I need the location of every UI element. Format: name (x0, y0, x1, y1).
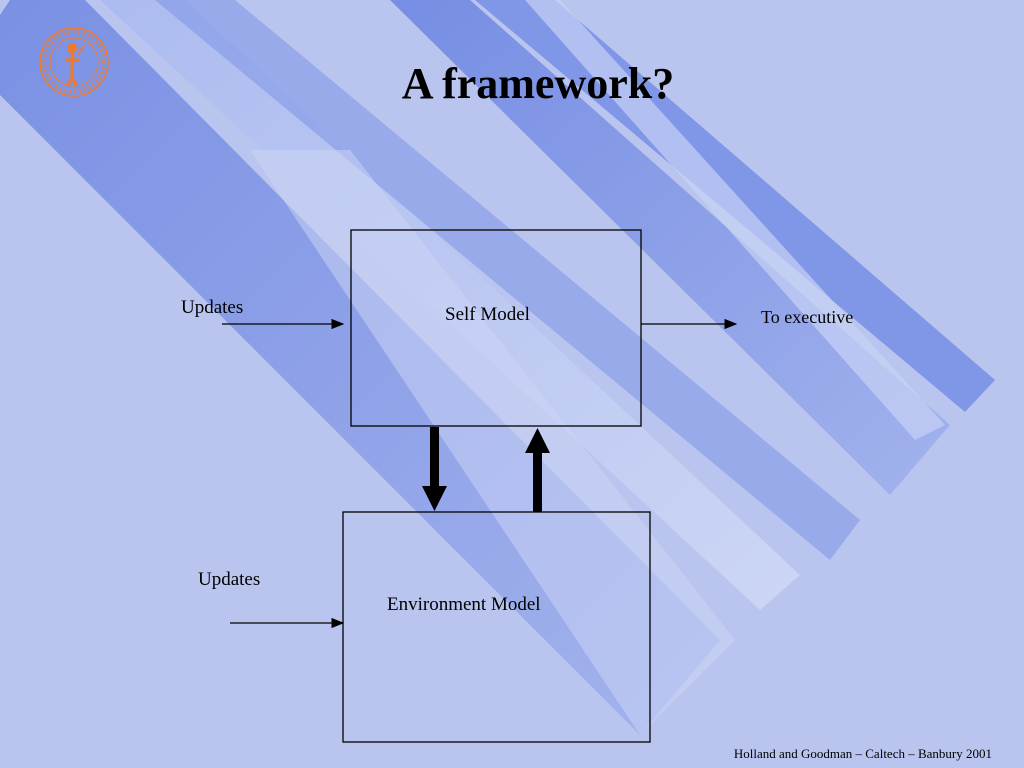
self-updates-label: Updates (181, 297, 244, 318)
slide-title: A framework? (401, 59, 675, 108)
environment-model-box (342, 511, 651, 743)
self-model-box (350, 229, 642, 427)
institute-seal-logo-icon (39, 27, 109, 97)
environment-to-self-arrow (525, 428, 550, 512)
slide-footer: Holland and Goodman – Caltech – Banbury … (733, 746, 992, 761)
environment-model-label: Environment Model (387, 594, 541, 615)
to-executive-label: To executive (761, 307, 854, 327)
environment-updates-label: Updates (198, 569, 261, 590)
self-model-label: Self Model (445, 304, 530, 325)
self-to-environment-arrow (422, 427, 447, 511)
